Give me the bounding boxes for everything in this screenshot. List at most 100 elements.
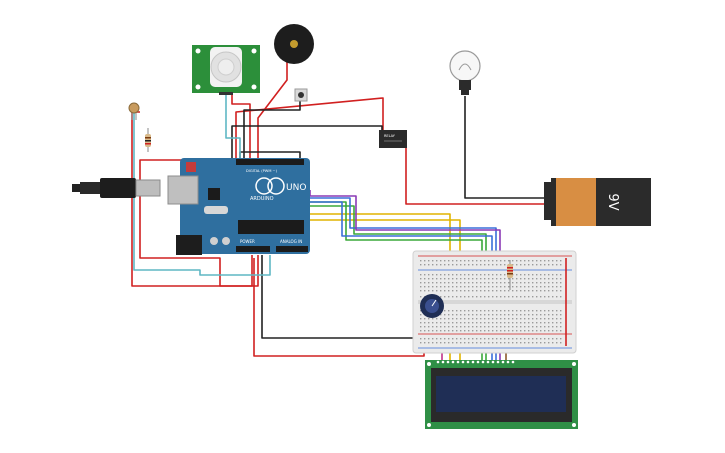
breadboard-hole <box>448 342 450 344</box>
breadboard-hole <box>488 310 490 312</box>
breadboard-hole <box>516 290 518 292</box>
breadboard-hole <box>456 338 458 340</box>
breadboard-hole <box>556 278 558 280</box>
wire-black-relay[interactable] <box>231 125 383 160</box>
battery-9v[interactable]: 9V <box>544 178 651 226</box>
breadboard-hole <box>432 338 434 340</box>
breadboard-hole <box>420 310 422 312</box>
wire-black-button[interactable] <box>243 100 301 160</box>
wire-red-pir[interactable] <box>231 92 251 160</box>
breadboard-hole <box>456 330 458 332</box>
breadboard-hole <box>472 326 474 328</box>
breadboard-hole <box>472 310 474 312</box>
breadboard-hole <box>540 314 542 316</box>
relay-label: RELAY <box>384 134 396 138</box>
breadboard-hole <box>420 290 422 292</box>
wire-red-relay-battery[interactable] <box>405 142 546 205</box>
breadboard-hole <box>448 322 450 324</box>
reset-button[interactable] <box>186 162 196 172</box>
push-button[interactable] <box>294 88 308 102</box>
breadboard-hole <box>448 310 450 312</box>
breadboard-hole <box>520 264 522 266</box>
breadboard-hole <box>512 338 514 340</box>
breadboard-hole <box>432 290 434 292</box>
breadboard-hole <box>532 330 534 332</box>
breadboard-hole <box>436 318 438 320</box>
breadboard-hole <box>528 274 530 276</box>
breadboard-hole <box>504 282 506 284</box>
breadboard-hole <box>444 274 446 276</box>
photoresistor[interactable] <box>128 102 140 120</box>
wire-red-buzzer[interactable] <box>257 62 288 160</box>
breadboard-hole <box>456 314 458 316</box>
lcd-16x2[interactable] <box>425 360 578 429</box>
breadboard-hole <box>420 338 422 340</box>
breadboard-hole <box>436 278 438 280</box>
wire-teal-pir[interactable] <box>225 92 241 160</box>
breadboard-hole <box>448 338 450 340</box>
breadboard-hole <box>448 278 450 280</box>
breadboard-hole <box>524 322 526 324</box>
wire-teal-photoresistor[interactable] <box>133 112 271 276</box>
breadboard-hole <box>532 290 534 292</box>
breadboard-hole <box>468 260 470 262</box>
breadboard-hole <box>520 290 522 292</box>
breadboard-hole <box>452 260 454 262</box>
breadboard-hole <box>480 282 482 284</box>
piezo-buzzer[interactable] <box>274 24 314 64</box>
breadboard-hole <box>476 264 478 266</box>
breadboard-hole <box>424 264 426 266</box>
breadboard-hole <box>544 260 546 262</box>
resistor-ldr[interactable] <box>145 128 151 152</box>
breadboard-hole <box>440 282 442 284</box>
breadboard-hole <box>492 282 494 284</box>
wire-red-lightbulb[interactable] <box>235 97 384 158</box>
resistor-lcd[interactable] <box>507 260 513 290</box>
breadboard-hole <box>432 318 434 320</box>
breadboard-hole <box>460 278 462 280</box>
breadboard-hole <box>528 290 530 292</box>
breadboard-hole <box>456 318 458 320</box>
lcd-pin <box>441 360 445 364</box>
breadboard-hole <box>512 330 514 332</box>
lcd-pin <box>491 360 495 364</box>
breadboard-hole <box>452 314 454 316</box>
breadboard-hole <box>516 282 518 284</box>
breadboard-hole <box>460 260 462 262</box>
breadboard-hole <box>556 264 558 266</box>
wire-black-bulb-battery[interactable] <box>464 96 546 199</box>
wire-red-breadboard[interactable] <box>253 258 425 357</box>
usb-cable[interactable] <box>72 178 161 198</box>
breadboard-hole <box>456 264 458 266</box>
breadboard-hole <box>432 282 434 284</box>
breadboard-hole <box>480 338 482 340</box>
breadboard-hole <box>496 330 498 332</box>
breadboard-hole <box>544 330 546 332</box>
light-bulb[interactable] <box>449 50 481 95</box>
breadboard-hole <box>436 326 438 328</box>
breadboard-hole <box>528 278 530 280</box>
breadboard-hole <box>492 260 494 262</box>
breadboard-hole <box>512 322 514 324</box>
breadboard-hole <box>552 278 554 280</box>
wire-black-breadboard[interactable] <box>261 255 422 339</box>
breadboard-hole <box>488 286 490 288</box>
breadboard-hole <box>540 310 542 312</box>
breadboard-hole <box>476 314 478 316</box>
breadboard-hole <box>428 330 430 332</box>
breadboard[interactable] <box>412 250 577 354</box>
breadboard-hole <box>552 264 554 266</box>
breadboard-hole <box>492 318 494 320</box>
breadboard-hole <box>536 296 538 298</box>
breadboard-hole <box>420 260 422 262</box>
breadboard-hole <box>464 264 466 266</box>
breadboard-hole <box>552 290 554 292</box>
breadboard-hole <box>464 278 466 280</box>
potentiometer[interactable] <box>420 294 444 318</box>
pir-motion-sensor[interactable] <box>192 45 260 95</box>
relay-module[interactable]: RELAY <box>379 130 407 148</box>
breadboard-hole <box>540 338 542 340</box>
breadboard-hole <box>540 290 542 292</box>
arduino-uno[interactable]: UNO ARDUINO DIGITAL (PWM ~) POWER ANALOG… <box>167 158 310 255</box>
